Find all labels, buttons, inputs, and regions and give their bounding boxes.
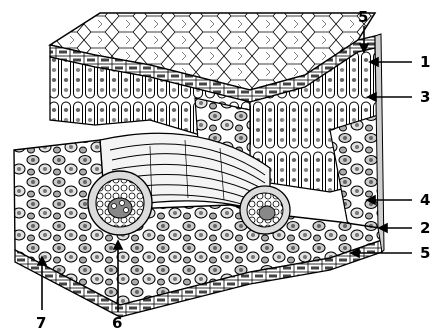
- vascular-bundle-small: [240, 186, 290, 234]
- label-6: 6: [112, 314, 122, 332]
- label-5-bottom: 5: [420, 244, 430, 262]
- vascular-bundle-large: [88, 171, 152, 235]
- label-1: 1: [420, 53, 430, 71]
- label-3: 3: [420, 88, 430, 106]
- label-2: 2: [420, 219, 430, 237]
- label-4: 4: [420, 191, 430, 209]
- label-5-top: 5: [358, 8, 368, 26]
- label-7: 7: [36, 314, 46, 332]
